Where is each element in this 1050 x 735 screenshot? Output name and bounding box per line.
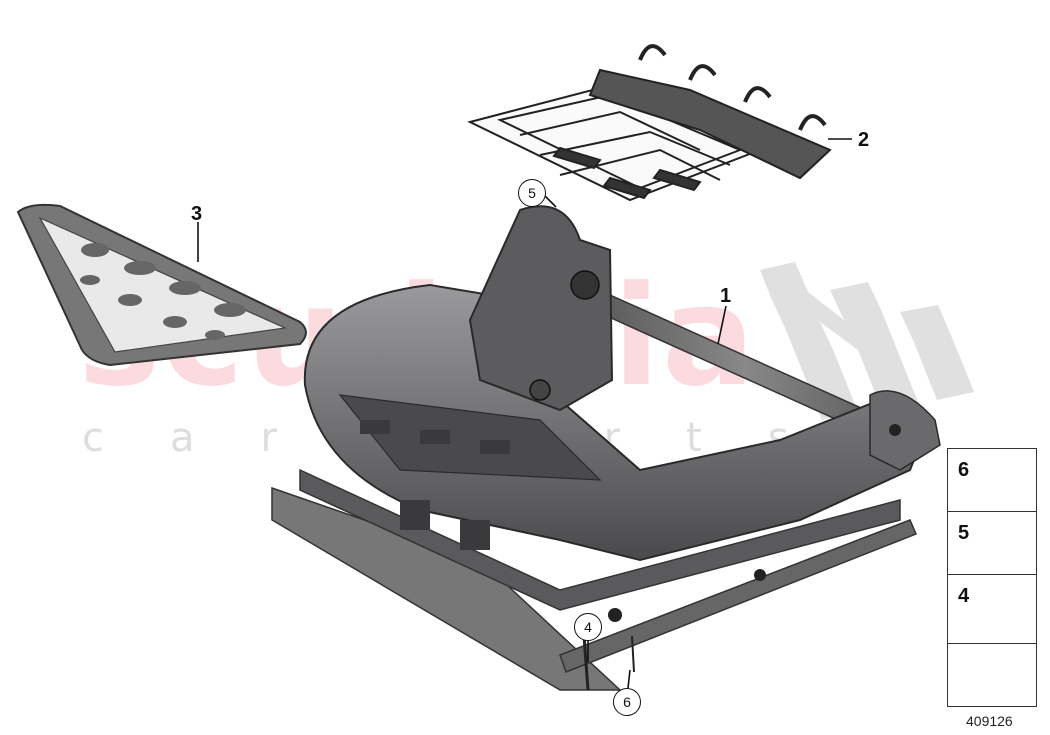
callout-circle-6: 6 <box>613 688 641 716</box>
legend-item-4: 4 <box>948 575 1036 644</box>
legend-number: 6 <box>958 459 970 481</box>
callout-circle-4: 4 <box>574 613 602 641</box>
seat-frame-part <box>271 205 941 691</box>
callout-part-3: 3 <box>191 203 203 225</box>
callout-circle-5: 5 <box>518 179 546 207</box>
callout-part-1: 1 <box>720 285 732 307</box>
parts-legend: 6 5 4 <box>947 448 1037 707</box>
diagram-id: 409126 <box>966 713 1013 729</box>
legend-number: 5 <box>958 522 970 544</box>
leader-lines <box>197 138 852 689</box>
legend-number: 4 <box>958 585 970 607</box>
spring-mat-part <box>467 44 832 202</box>
legend-item-6: 6 <box>948 449 1036 512</box>
seat-pan-panel-part <box>16 203 307 367</box>
callout-part-2: 2 <box>858 129 870 151</box>
legend-item-5: 5 <box>948 512 1036 575</box>
